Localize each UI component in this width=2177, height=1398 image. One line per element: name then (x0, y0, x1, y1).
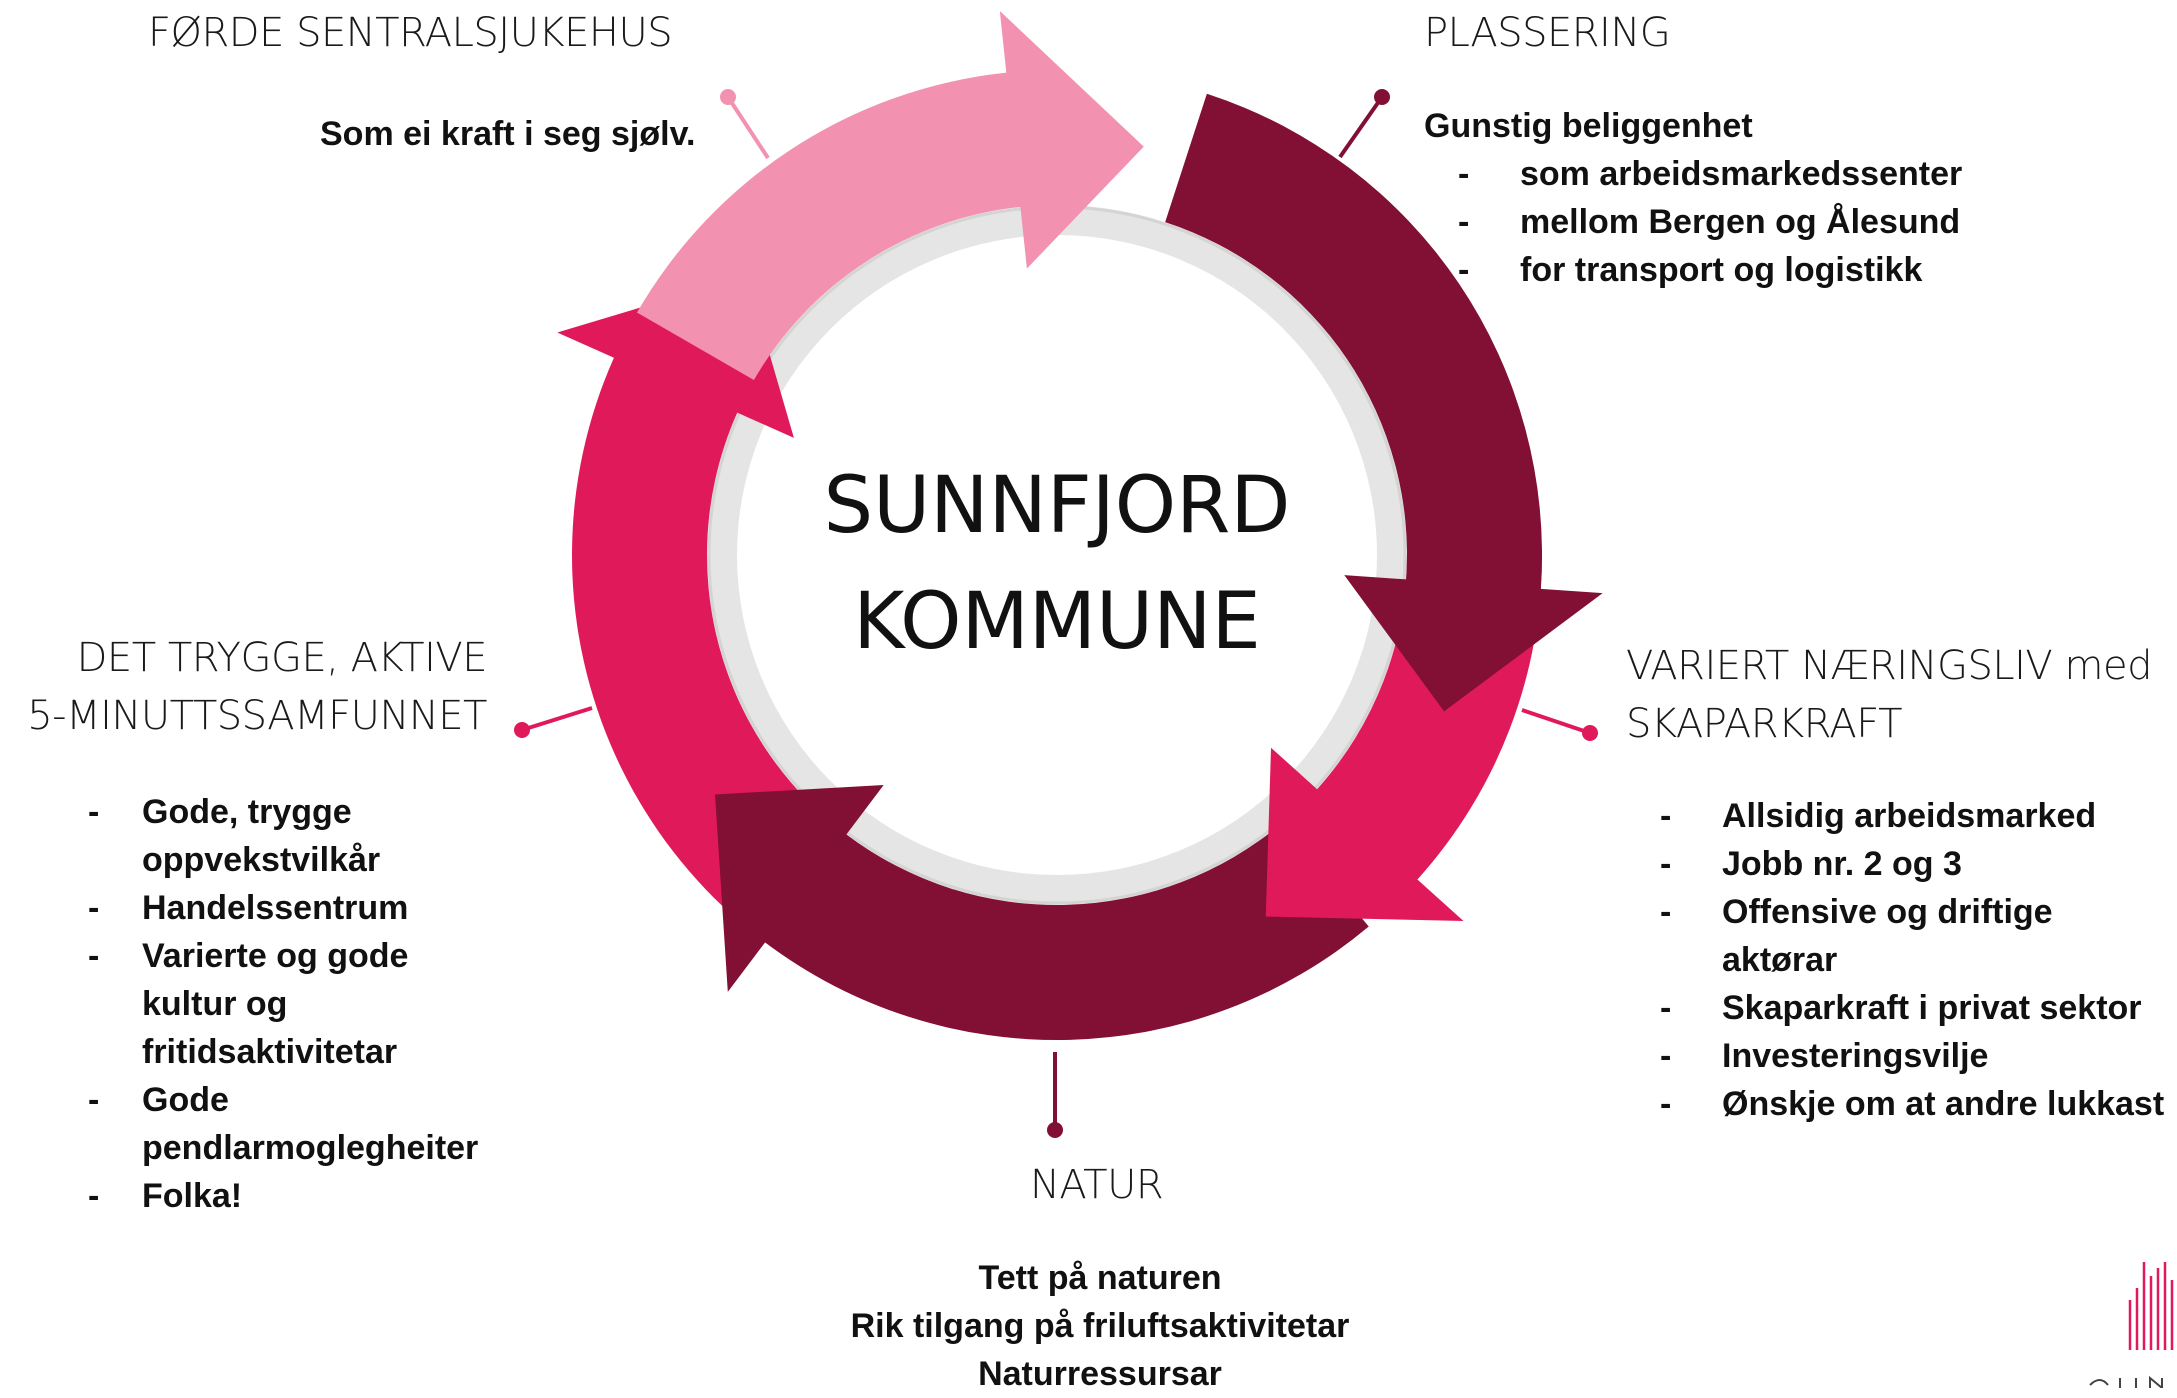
naringsliv-list: Allsidig arbeidsmarked Jobb nr. 2 og 3 O… (1652, 792, 2177, 1128)
list-item-line: Folka! (142, 1177, 243, 1215)
list-item: Varierte og gode kultur og fritidsaktivi… (80, 932, 478, 1076)
list-item: Handelssentrum (80, 884, 478, 932)
list-item-line: Handelssentrum (142, 889, 409, 927)
connector-naringsliv (1521, 708, 1598, 741)
list-item-line: Varierte og gode (142, 937, 409, 975)
center-title-line2: KOMMUNE (853, 577, 1261, 667)
samfunn-heading-line1: DET TRYGGE, AKTIVE (76, 635, 488, 681)
list-item: Allsidig arbeidsmarked (1652, 792, 2177, 840)
natur-line: Rik tilgang på friluftsaktivitetar (850, 1307, 1350, 1345)
samfunn-heading-line2: 5-MINUTTSSAMFUNNET (27, 693, 487, 739)
list-item-line: oppvekstvilkår (142, 841, 381, 879)
list-item: Investeringsvilje (1652, 1032, 2177, 1080)
list-item: Ønskje om at andre lukkast (1652, 1080, 2177, 1128)
arrow-pink-top (636, 10, 1144, 381)
connector-sjukehus (720, 89, 770, 160)
list-item: Skaparkraft i privat sektor (1652, 984, 2177, 1032)
list-item: Folka! (80, 1172, 478, 1220)
natur-line: Naturressursar (978, 1355, 1222, 1393)
plassering-subheading: Gunstig beliggenhet (1424, 107, 1753, 145)
list-item: Offensive og driftige aktørar (1652, 888, 2177, 984)
plassering-list: som arbeidsmarkedssenter mellom Bergen o… (1450, 150, 1962, 294)
sjukehus-text: Som ei kraft i seg sjølv. (320, 115, 696, 153)
logo-mark (2128, 1262, 2174, 1350)
logo-wordmark-fragment (2089, 1375, 2163, 1388)
list-item: som arbeidsmarkedssenter (1450, 150, 1962, 198)
arrow-wine-bottom (715, 785, 1369, 1040)
samfunn-heading: DET TRYGGE, AKTIVE 5-MINUTTSSAMFUNNET (27, 629, 487, 745)
list-item: Jobb nr. 2 og 3 (1652, 840, 2177, 888)
center-title-line1: SUNNFJORD (823, 461, 1291, 551)
naringsliv-heading-line1: VARIERT NÆRINGSLIV med (1626, 643, 2152, 689)
connector-plassering (1338, 89, 1390, 159)
list-item: for transport og logistikk (1450, 246, 1962, 294)
connector-samfunn (514, 706, 593, 738)
center-core (737, 235, 1377, 875)
naringsliv-heading-line2: SKAPARKRAFT (1626, 701, 1903, 747)
sjukehus-heading: FØRDE SENTRALSJUKEHUS (148, 10, 673, 56)
natur-lines: Tett på naturen Rik tilgang på friluftsa… (700, 1254, 1500, 1398)
list-item-line: pendlarmoglegheiter (142, 1129, 479, 1167)
list-item: Gode, trygge oppvekstvilkår (80, 788, 478, 884)
list-item-line: fritidsaktivitetar (142, 1033, 398, 1071)
natur-line: Tett på naturen (978, 1259, 1222, 1297)
connector-natur (1047, 1052, 1063, 1138)
samfunn-list: Gode, trygge oppvekstvilkår Handelssentr… (80, 788, 478, 1220)
list-item: mellom Bergen og Ålesund (1450, 198, 1962, 246)
center-title: SUNNFJORD KOMMUNE (807, 448, 1307, 680)
arrow-wine-top (1165, 93, 1603, 712)
list-item-line: kultur og (142, 985, 288, 1023)
plassering-heading: PLASSERING (1424, 10, 1671, 56)
list-item: Gode pendlarmoglegheiter (80, 1076, 478, 1172)
list-item-line: Gode, trygge (142, 793, 352, 831)
list-item-line: Gode (142, 1081, 229, 1119)
arrow-magenta-left (557, 275, 938, 1011)
natur-heading: NATUR (1030, 1162, 1164, 1208)
